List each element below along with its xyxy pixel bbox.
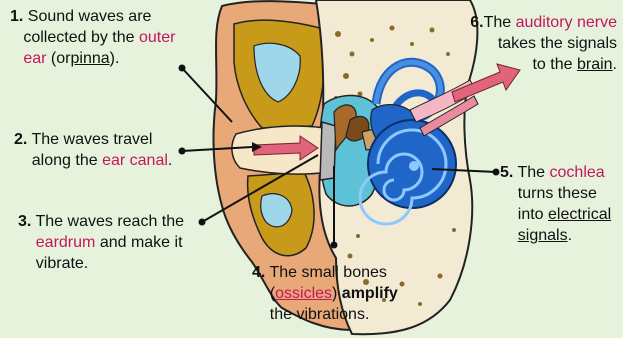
text: collected by the	[23, 29, 134, 46]
text: into	[518, 206, 544, 223]
text: along the	[32, 152, 98, 169]
label-auditory-nerve: 6.The auditory nerve takes the signals t…	[437, 12, 617, 75]
step-number: 1.	[10, 8, 23, 25]
text: .	[613, 56, 617, 73]
text: turns these	[518, 185, 597, 202]
text: )	[332, 285, 337, 302]
bold-term: amplify	[342, 285, 398, 302]
underlined-term: ossicles	[275, 285, 332, 302]
highlight-term: ear	[23, 50, 46, 67]
step-number: 5.	[500, 164, 513, 181]
highlight-term: auditory nerve	[516, 14, 617, 31]
label-ear-canal: 2. The waves travel along the ear canal.	[14, 129, 172, 171]
label-ossicles: 4. The small bones (ossicles) amplify th…	[252, 262, 398, 325]
text: .	[568, 227, 572, 244]
highlight-term: ear canal	[102, 152, 168, 169]
underlined-term: pinna	[70, 50, 109, 67]
underlined-term: signals	[518, 227, 568, 244]
label-eardrum: 3. The waves reach the eardrum and make …	[18, 211, 184, 274]
step-number: 4.	[252, 264, 265, 281]
text: The small bones	[270, 264, 387, 281]
underlined-term: electrical	[548, 206, 611, 223]
highlight-term: eardrum	[36, 234, 96, 251]
text: The waves reach the	[36, 213, 185, 230]
text: the vibrations.	[270, 306, 370, 323]
text: The waves travel	[32, 131, 153, 148]
highlight-term: cochlea	[550, 164, 605, 181]
step-number: 2.	[14, 131, 27, 148]
text: The	[484, 14, 512, 31]
step-number: 3.	[18, 213, 31, 230]
text: The	[518, 164, 546, 181]
text: and make it	[100, 234, 183, 251]
step-number: 6.	[470, 14, 483, 31]
text: vibrate.	[36, 255, 88, 272]
highlight-term: outer	[139, 29, 175, 46]
label-cochlea: 5. The cochlea turns these into electric…	[500, 162, 611, 246]
text: ).	[110, 50, 120, 67]
underlined-term: brain	[577, 56, 613, 73]
text: to the	[532, 56, 572, 73]
label-outer-ear: 1. Sound waves are collected by the oute…	[10, 6, 175, 69]
text: (or	[51, 50, 71, 67]
text: .	[168, 152, 172, 169]
text: takes the signals	[498, 35, 617, 52]
text: Sound waves are	[28, 8, 152, 25]
